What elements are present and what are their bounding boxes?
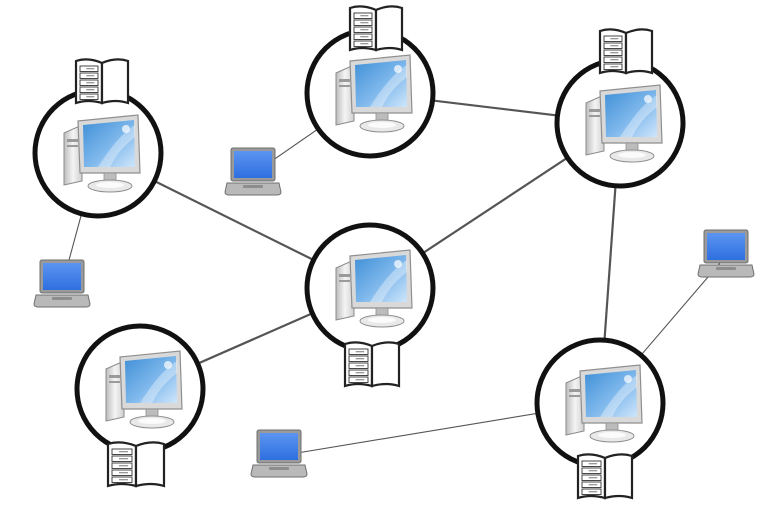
client-node <box>250 429 308 478</box>
server-node <box>534 337 666 469</box>
laptop-icon <box>250 429 308 478</box>
desktop-computer-icon <box>565 364 643 443</box>
server-node <box>74 323 206 455</box>
desktop-computer-icon <box>105 350 183 429</box>
ledger-book-icon <box>74 58 130 105</box>
desktop-computer-icon <box>585 84 663 163</box>
server-node <box>554 57 686 189</box>
client-node <box>697 229 755 278</box>
laptop-icon <box>33 259 91 308</box>
ledger-book-icon <box>598 28 654 75</box>
desktop-computer-icon <box>335 249 413 328</box>
ledger-book-icon <box>576 453 634 500</box>
ledger-book-icon <box>348 5 404 52</box>
ledger-book-icon <box>106 441 166 488</box>
desktop-computer-icon <box>63 114 141 193</box>
ledger-book-icon <box>343 341 401 388</box>
server-node <box>304 27 436 159</box>
server-node <box>304 222 436 354</box>
laptop-icon <box>224 147 282 196</box>
nodes-layer <box>32 5 755 500</box>
client-node <box>33 259 91 308</box>
laptop-icon <box>697 229 755 278</box>
server-node <box>32 87 164 219</box>
desktop-computer-icon <box>335 54 413 133</box>
client-node <box>224 147 282 196</box>
